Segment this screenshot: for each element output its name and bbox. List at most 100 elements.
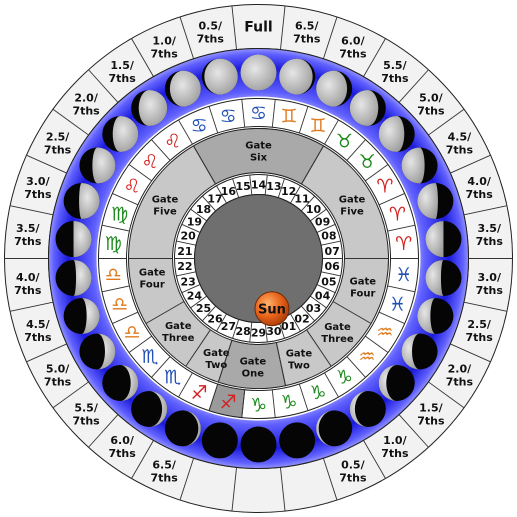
phase-label-line: 2.5/ bbox=[467, 318, 491, 331]
phase-label-line: 7ths bbox=[150, 48, 178, 61]
segment-divider bbox=[176, 271, 196, 277]
gate-label-line: Gate bbox=[324, 322, 351, 333]
zodiac-sign: ♏ bbox=[164, 367, 181, 389]
phase-label-line: 7ths bbox=[108, 447, 136, 460]
moon-phase-icon bbox=[425, 259, 462, 296]
phase-label: 6.0/7ths bbox=[339, 35, 367, 61]
zodiac-sign: ♒ bbox=[358, 346, 375, 368]
phase-label-line: 7ths bbox=[417, 104, 445, 117]
moon-lit-part bbox=[112, 116, 139, 153]
phase-label-line: 7ths bbox=[381, 447, 409, 460]
phase-label-line: 7ths bbox=[381, 72, 409, 85]
moon-phase-icon bbox=[102, 364, 139, 401]
gate-label-line: Two bbox=[205, 360, 227, 371]
phase-label-line: 3.0/ bbox=[477, 271, 501, 284]
zodiac-sign: ♑ bbox=[309, 382, 326, 404]
moon-ring-edge bbox=[48, 48, 469, 469]
segment-divider bbox=[208, 106, 219, 134]
gate-label-line: Four bbox=[139, 279, 164, 290]
gate-label-line: Five bbox=[153, 207, 177, 218]
segment-divider bbox=[232, 319, 240, 339]
moon-dark-disc bbox=[164, 410, 201, 447]
gate-label-line: Gate bbox=[245, 141, 272, 152]
lunar-day-number: 18 bbox=[196, 203, 211, 216]
phase-label-line: 7ths bbox=[150, 471, 178, 484]
lunar-day-number: 28 bbox=[235, 325, 250, 338]
lunar-day-number: 09 bbox=[315, 216, 330, 229]
segment-divider bbox=[151, 139, 171, 161]
phase-label-line: 7ths bbox=[417, 415, 445, 428]
moon-lit-part bbox=[81, 297, 100, 334]
segment-divider bbox=[179, 458, 195, 501]
phase-label-line: 6.5/ bbox=[295, 20, 319, 33]
zodiac-sign: ♋ bbox=[191, 115, 208, 137]
moon-phase-icon bbox=[201, 58, 238, 95]
phase-label-line: 7ths bbox=[293, 33, 321, 46]
segment-divider bbox=[280, 5, 286, 50]
moon-lit-part bbox=[401, 147, 425, 184]
zodiac-sign: ♉ bbox=[336, 130, 353, 152]
segment-divider bbox=[378, 193, 405, 206]
phase-label-line: 3.0/ bbox=[26, 175, 50, 188]
segment-divider bbox=[428, 108, 465, 136]
zodiac-sign: ♓ bbox=[389, 294, 406, 316]
lunar-day-number: 05 bbox=[321, 275, 336, 288]
lunar-day-number: 02 bbox=[294, 312, 309, 325]
segment-divider bbox=[271, 389, 276, 418]
segment-divider bbox=[363, 38, 386, 77]
zodiac-ring: ♋♊♊♉♉♈♈♈♓♓♒♒♑♑♑♑♐♐♏♏♎♎♎♍♍♌♌♌♋♋ bbox=[97, 98, 420, 419]
zodiac-sign: ♊ bbox=[280, 106, 297, 128]
moon-lit-part bbox=[349, 90, 379, 127]
moon-phase-icon bbox=[349, 90, 386, 127]
phase-label: 6.5/7ths bbox=[150, 458, 178, 484]
moon-phase-icon bbox=[378, 364, 415, 401]
zodiac-sign: ♑ bbox=[336, 367, 353, 389]
segment-divider bbox=[463, 205, 508, 216]
zodiac-sign: ♑ bbox=[250, 395, 267, 417]
sun-marker bbox=[254, 291, 290, 327]
phase-label: 2.0/7ths bbox=[446, 363, 474, 389]
gate-label-line: One bbox=[242, 368, 265, 379]
phase-label: 5.0/7ths bbox=[417, 91, 445, 117]
segment-divider bbox=[201, 305, 217, 322]
segment-divider bbox=[387, 224, 416, 232]
segment-divider bbox=[232, 178, 240, 198]
phase-label-line: 7ths bbox=[465, 331, 493, 344]
phase-label: 4.5/7ths bbox=[24, 318, 52, 344]
phase-label-line: 7ths bbox=[197, 33, 225, 46]
moon-lit-part bbox=[120, 364, 139, 401]
segment-divider bbox=[176, 240, 196, 246]
segment-divider bbox=[112, 311, 139, 324]
moon-lit-part bbox=[97, 333, 116, 370]
segment-divider bbox=[290, 313, 301, 332]
zodiac-sign: ♐ bbox=[220, 391, 237, 413]
zodiac-sign: ♏ bbox=[141, 346, 158, 368]
phase-label-line: 2.0/ bbox=[74, 91, 98, 104]
segment-divider bbox=[316, 284, 336, 294]
segment-divider bbox=[26, 343, 67, 363]
segment-divider bbox=[249, 174, 253, 195]
lunar-day-number: 06 bbox=[324, 260, 340, 273]
segment-divider bbox=[298, 106, 309, 134]
segment-divider bbox=[231, 5, 237, 50]
segment-divider bbox=[190, 208, 207, 222]
moon-lit-part bbox=[316, 70, 348, 107]
segment-divider bbox=[216, 185, 227, 204]
phase-label-line: 0.5/ bbox=[341, 458, 365, 471]
phase-label-line: 7ths bbox=[339, 48, 367, 61]
moon-phase-icon bbox=[401, 333, 438, 370]
segment-divider bbox=[280, 467, 286, 512]
segment-divider bbox=[9, 301, 54, 312]
phase-label-line: 7ths bbox=[44, 144, 72, 157]
phase-label: 3.5/7ths bbox=[14, 222, 42, 248]
segment-divider bbox=[316, 223, 336, 233]
segment-divider bbox=[398, 69, 429, 103]
gate-divider bbox=[275, 342, 287, 386]
segment-divider bbox=[428, 381, 465, 409]
phase-label-line: 7ths bbox=[465, 188, 493, 201]
zodiac-sign: ♍ bbox=[105, 233, 122, 255]
moon-dark-disc bbox=[279, 422, 316, 459]
phase-label-line: 7ths bbox=[24, 188, 52, 201]
